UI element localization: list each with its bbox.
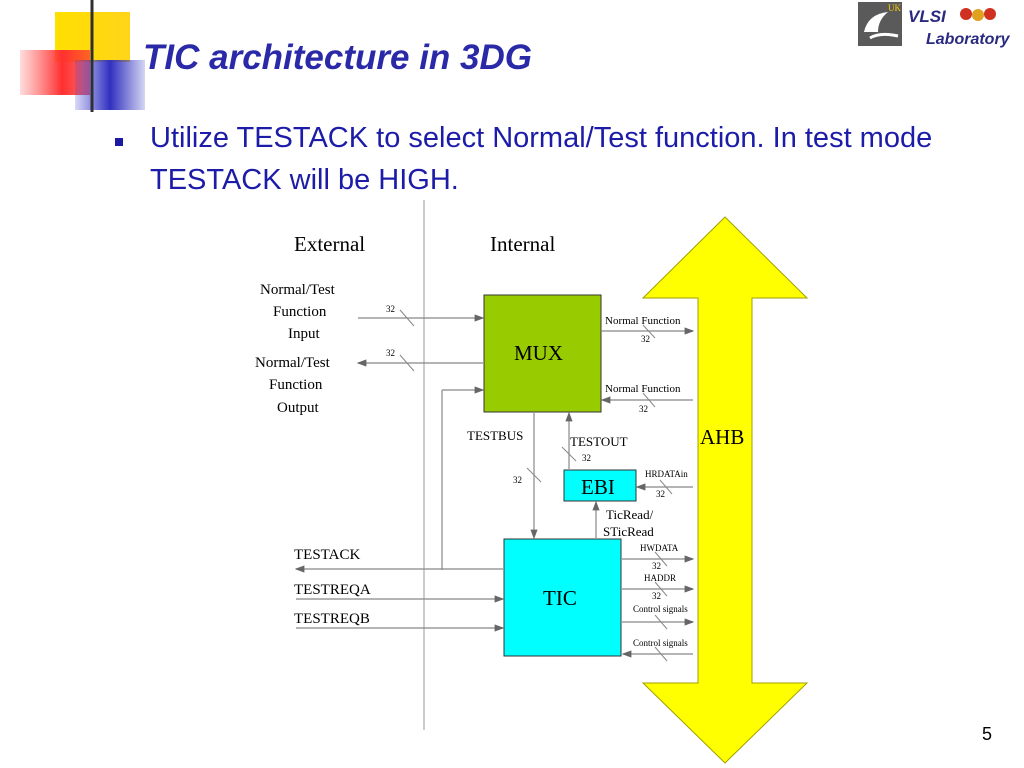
bullet-marker bbox=[115, 138, 123, 146]
page-number: 5 bbox=[981, 724, 992, 744]
normal-function-1-label: Normal Function bbox=[605, 315, 681, 327]
normal-function-2-label: Normal Function bbox=[605, 383, 681, 395]
testout-width: 32 bbox=[582, 453, 591, 463]
testbus-width: 32 bbox=[513, 475, 522, 485]
logo-badge: UK bbox=[888, 3, 901, 13]
ahb-bus-arrow bbox=[641, 216, 809, 764]
hrdatain-width: 32 bbox=[656, 489, 665, 499]
internal-label: Internal bbox=[490, 232, 555, 256]
external-label: External bbox=[294, 232, 365, 256]
testbus-label: TESTBUS bbox=[467, 428, 523, 443]
output-label-line2: Function bbox=[269, 377, 323, 393]
ahb-label: AHB bbox=[700, 425, 744, 449]
input-label-line3: Input bbox=[288, 326, 320, 342]
slide-title: TIC architecture in 3DG bbox=[143, 38, 532, 77]
logo-line2: Laboratory bbox=[926, 31, 1011, 48]
nf1-width: 32 bbox=[641, 334, 650, 344]
haddr-width: 32 bbox=[652, 591, 661, 601]
output-label-line1: Normal/Test bbox=[255, 355, 331, 371]
tic-label: TIC bbox=[543, 586, 577, 610]
hwdata-width: 32 bbox=[652, 561, 661, 571]
hwdata-label: HWDATA bbox=[640, 543, 679, 553]
input-label-line2: Function bbox=[273, 304, 327, 320]
ticread-label-line2: STicRead bbox=[603, 524, 654, 539]
bullet-text: Utilize TESTACK to select Normal/Test fu… bbox=[150, 122, 933, 196]
input-label-line1: Normal/Test bbox=[260, 282, 336, 298]
testack-label: TESTACK bbox=[294, 547, 360, 563]
blue-square bbox=[75, 60, 145, 110]
output-label-line3: Output bbox=[277, 400, 320, 416]
logo-line1: VLSI bbox=[908, 7, 947, 26]
testreqa-label: TESTREQA bbox=[294, 582, 371, 598]
ebi-block bbox=[563, 469, 637, 502]
vlsi-laboratory-logo: UK VLSI Laboratory bbox=[858, 2, 1011, 48]
control-2-label: Control signals bbox=[633, 638, 688, 648]
nf2-width: 32 bbox=[639, 404, 648, 414]
ebi-label: EBI bbox=[581, 475, 615, 499]
ticread-label-line1: TicRead/ bbox=[606, 507, 654, 522]
mux-block bbox=[483, 294, 602, 413]
haddr-label: HADDR bbox=[644, 573, 676, 583]
input-width: 32 bbox=[386, 304, 395, 314]
mux-label: MUX bbox=[514, 341, 563, 365]
control-1-label: Control signals bbox=[633, 604, 688, 614]
testreqb-label: TESTREQB bbox=[294, 611, 370, 627]
testout-label: TESTOUT bbox=[570, 434, 628, 449]
output-width: 32 bbox=[386, 348, 395, 358]
corner-decoration bbox=[20, 0, 980, 112]
hrdatain-label: HRDATAin bbox=[645, 469, 688, 479]
